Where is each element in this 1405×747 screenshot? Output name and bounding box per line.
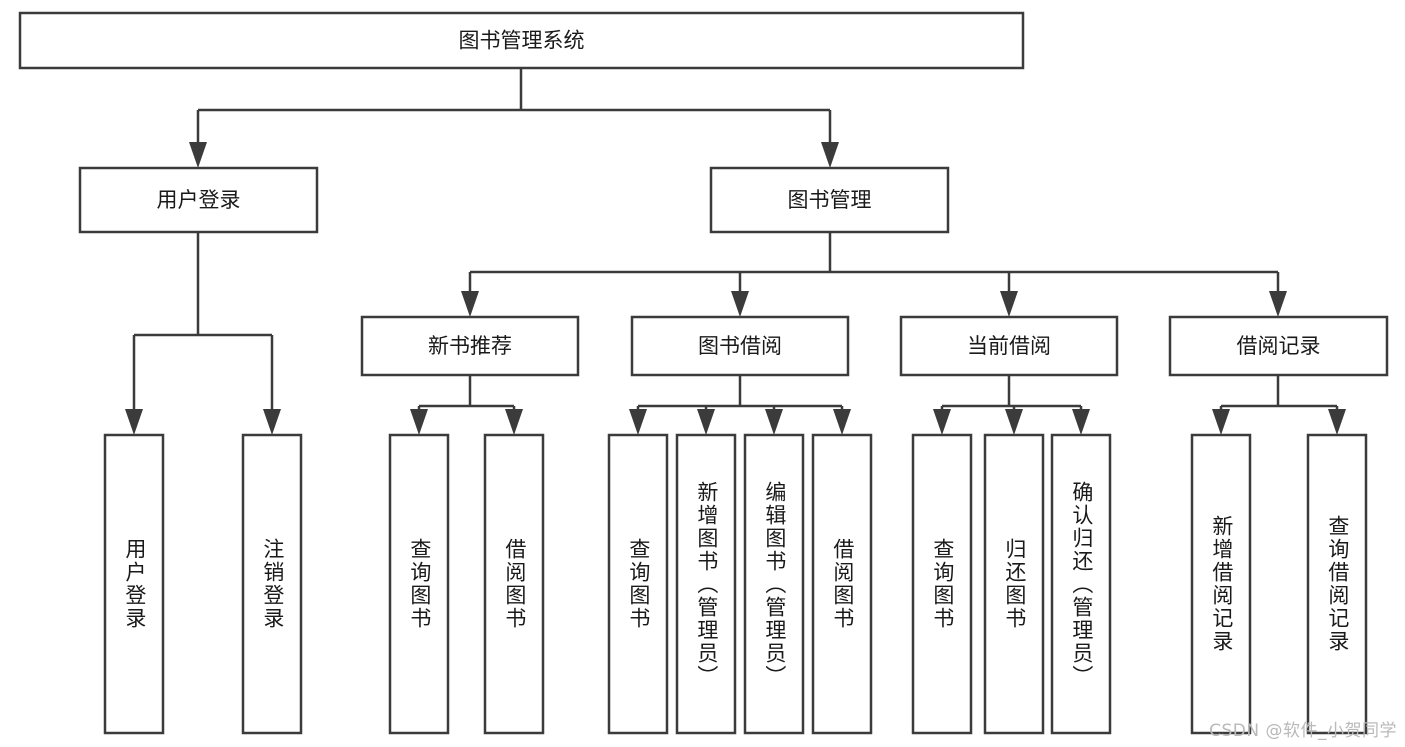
node-box-leaf-1[interactable] <box>241 433 303 735</box>
node-label-level3-0: 新书推荐 <box>428 334 512 358</box>
node-box-leaf-4[interactable] <box>607 433 669 735</box>
node-box-level3-1[interactable] <box>630 315 850 377</box>
arrow-head-icon <box>629 409 647 435</box>
arrow-head-icon <box>189 142 207 168</box>
node-box-level2-1[interactable] <box>709 166 950 234</box>
node-box-leaf-9[interactable] <box>983 433 1045 735</box>
arrow-head-icon <box>833 409 851 435</box>
node-box-leaf-3[interactable] <box>483 433 545 735</box>
node-label-level3-3: 借阅记录 <box>1237 334 1321 358</box>
arrow-head-icon <box>505 409 523 435</box>
arrow-head-icon <box>1005 409 1023 435</box>
node-label-level2-1: 图书管理 <box>788 188 872 212</box>
node-box-level2-0[interactable] <box>78 166 319 234</box>
node-label-level2-0: 用户登录 <box>157 188 241 212</box>
arrow-head-icon <box>1328 409 1346 435</box>
node-box-leaf-0[interactable] <box>103 433 165 735</box>
connector-layer <box>125 68 1346 435</box>
arrow-head-icon <box>697 409 715 435</box>
arrow-head-icon <box>263 409 281 435</box>
node-box-leaf-5[interactable] <box>675 433 737 735</box>
arrow-head-icon <box>125 409 143 435</box>
arrow-head-icon <box>410 409 428 435</box>
arrow-head-icon <box>1072 409 1090 435</box>
box-layer <box>18 11 1389 735</box>
arrow-head-icon <box>731 291 749 317</box>
arrow-head-icon <box>821 142 839 168</box>
node-box-level3-3[interactable] <box>1168 315 1389 377</box>
node-box-level3-0[interactable] <box>360 315 580 377</box>
arrow-head-icon <box>1269 291 1287 317</box>
node-box-leaf-7[interactable] <box>811 433 873 735</box>
node-box-root[interactable] <box>18 11 1025 70</box>
node-box-leaf-11[interactable] <box>1190 433 1252 735</box>
node-label-level3-1: 图书借阅 <box>698 334 782 358</box>
node-box-leaf-12[interactable] <box>1306 433 1368 735</box>
arrow-head-icon <box>765 409 783 435</box>
arrow-head-icon <box>933 409 951 435</box>
arrow-head-icon <box>461 291 479 317</box>
watermark-text: CSDN @软件_小贺同学 <box>1209 721 1397 741</box>
node-label-root: 图书管理系统 <box>459 29 585 53</box>
arrow-head-icon <box>1000 291 1018 317</box>
node-box-level3-2[interactable] <box>899 315 1119 377</box>
node-box-leaf-10[interactable] <box>1050 433 1112 735</box>
arrow-head-icon <box>1212 409 1230 435</box>
node-box-leaf-8[interactable] <box>911 433 973 735</box>
node-box-leaf-6[interactable] <box>743 433 805 735</box>
node-label-level3-2: 当前借阅 <box>967 334 1051 358</box>
node-box-leaf-2[interactable] <box>388 433 450 735</box>
